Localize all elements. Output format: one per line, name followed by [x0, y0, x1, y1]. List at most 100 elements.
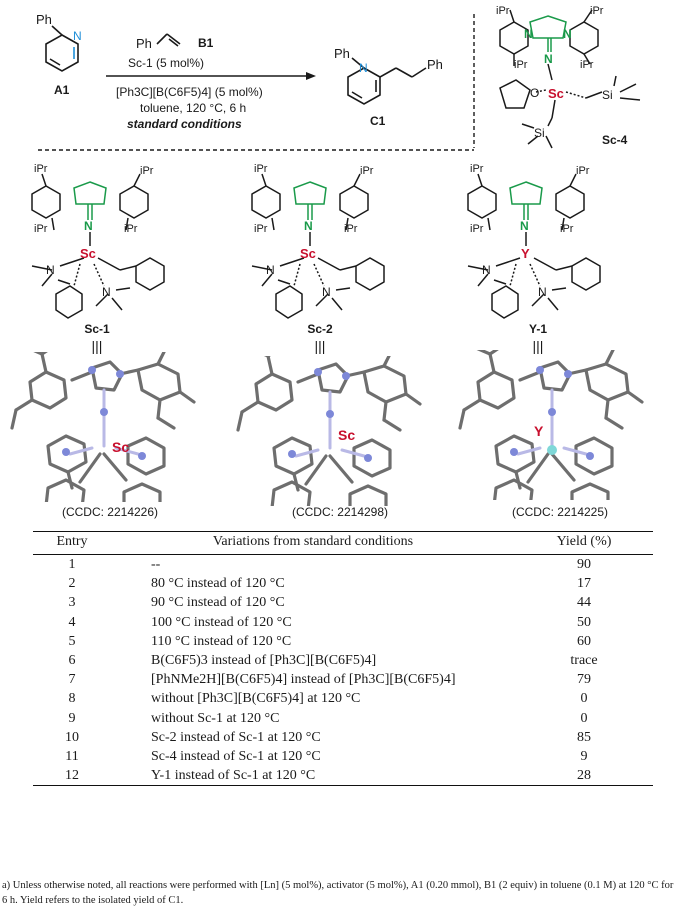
ccdc-sc1: (CCDC: 2214226)	[61, 505, 159, 519]
sc4-n-right: N	[563, 27, 572, 41]
y1-equiv-symbol: |||	[532, 338, 544, 354]
complex-sc2-label: Sc-2	[307, 322, 333, 336]
y1-ipr-3: iPr	[470, 223, 484, 235]
table-row: 9 without Sc-1 at 120 °C 0	[33, 709, 653, 728]
table-row: 2 80 °C instead of 120 °C 17	[33, 574, 653, 593]
sc1-n-right: N	[102, 285, 111, 299]
complex-y1-structure: iPr iPr iPr iPr N N N Y	[467, 163, 601, 319]
reactant-b1-ph: Ph	[136, 36, 152, 51]
sc1-metal: Sc	[80, 246, 96, 261]
sc4-ipr-4: iPr	[580, 59, 594, 71]
y1-n-imine: N	[520, 219, 529, 233]
entry-cell: 5	[68, 633, 76, 649]
crystal-structure-sc2: Sc	[236, 356, 422, 506]
entry-cell: 12	[33, 766, 111, 787]
ccdc-y1: (CCDC: 2214225)	[511, 505, 609, 519]
y1-ipr-1: iPr	[470, 163, 484, 175]
sc4-n-left: N	[524, 27, 533, 41]
product-c1-ph-left: Ph	[334, 46, 350, 61]
variation-cell: 100 °C instead of 120 °C	[151, 614, 292, 630]
complex-sc2-structure: iPr iPr iPr iPr N N N Sc	[251, 163, 385, 319]
sc4-structure	[499, 9, 641, 149]
conditions-note: standard conditions	[127, 117, 242, 131]
sc1-equiv-symbol: |||	[91, 338, 103, 354]
xtal-sc1-metal: Sc	[112, 439, 129, 455]
entry-cell: 11	[65, 749, 79, 765]
reactant-a1-structure	[45, 25, 79, 72]
variation-cell: 110 °C instead of 120 °C	[151, 633, 292, 649]
table-header-row: Entry Variations from standard condition…	[33, 531, 653, 555]
sc1-ipr-4: iPr	[124, 223, 138, 235]
y1-ipr-2: iPr	[576, 165, 590, 177]
sc4-si-down: Si	[534, 126, 545, 140]
sc2-metal: Sc	[300, 246, 316, 261]
entry-cell: 9	[68, 710, 76, 726]
yield-cell: 17	[577, 576, 591, 592]
sc2-ipr-1: iPr	[254, 163, 268, 175]
sc2-n-left: N	[266, 263, 275, 277]
yield-cell: 90	[577, 557, 591, 572]
reaction-scheme: Ph N A1 Ph B1 Sc-1 (5 mol%) [Ph3C][B(C6F…	[36, 5, 641, 151]
yield-cell: 85	[577, 729, 591, 745]
yield-cell: 28	[515, 766, 653, 787]
y1-n-right: N	[538, 285, 547, 299]
entry-cell: 2	[68, 576, 76, 592]
yield-cell: 44	[577, 595, 591, 611]
variation-cell: --	[151, 557, 161, 572]
reactant-a1-ph: Ph	[36, 12, 52, 27]
yield-cell: trace	[570, 653, 598, 669]
reactant-b1-label: B1	[198, 36, 214, 50]
sc2-n-right: N	[322, 285, 331, 299]
entry-cell: 1	[68, 557, 76, 572]
sc1-n-imine: N	[84, 219, 93, 233]
yield-cell: 0	[580, 710, 588, 726]
footnote: a) Unless otherwise noted, all reactions…	[2, 880, 674, 906]
complex-y1-label: Y-1	[528, 322, 547, 336]
catalyst-line: Sc-1 (5 mol%)	[128, 56, 204, 70]
y1-n-left: N	[482, 263, 491, 277]
reactant-a1-n: N	[73, 29, 82, 43]
table-row: 1 -- 90	[33, 555, 653, 575]
header-variation: Variations from standard conditions	[111, 531, 515, 555]
entry-cell: 8	[68, 691, 76, 707]
entry-cell: 4	[68, 614, 76, 630]
entry-cell: 3	[68, 595, 76, 611]
y1-metal: Y	[521, 246, 530, 261]
xtal-sc2-metal: Sc	[338, 427, 355, 443]
yield-cell: 50	[577, 614, 591, 630]
variation-cell: B(C6F5)3 instead of [Ph3C][B(C6F5)4]	[151, 653, 377, 669]
product-c1-structure	[347, 57, 427, 105]
sc4-ipr-1: iPr	[496, 5, 510, 17]
activator-line: [Ph3C][B(C6F5)4] (5 mol%)	[116, 85, 263, 99]
table-row: 5 110 °C instead of 120 °C 60	[33, 632, 653, 651]
crystal-structure-sc1: Sc	[10, 352, 196, 502]
sc4-si-right: Si	[602, 88, 613, 102]
reactant-a1-label: A1	[54, 83, 70, 97]
table-row: 7[PhNMe2H][B(C6F5)4] instead of [Ph3C][B…	[33, 670, 653, 689]
sc2-equiv-symbol: |||	[314, 338, 326, 354]
product-c1-label: C1	[370, 114, 386, 128]
variation-cell: Sc-2 instead of Sc-1 at 120 °C	[151, 729, 321, 745]
arrow-head	[306, 72, 316, 80]
sc4-ipr-2: iPr	[590, 5, 604, 17]
entry-cell: 10	[65, 729, 79, 745]
sc2-ipr-4: iPr	[344, 223, 358, 235]
variation-cell: 80 °C instead of 120 °C	[151, 576, 285, 592]
sc4-label: Sc-4	[602, 133, 628, 147]
y1-ipr-4: iPr	[560, 223, 574, 235]
sc4-ipr-3: iPr	[514, 59, 528, 71]
complex-sc1-structure: iPr iPr iPr iPr N N N Sc	[31, 163, 165, 319]
variation-cell: without Sc-1 at 120 °C	[151, 710, 280, 726]
product-c1-n: N	[359, 61, 368, 75]
sc2-ipr-2: iPr	[360, 165, 374, 177]
table-row: 4 100 °C instead of 120 °C 50	[33, 613, 653, 632]
table-row: 6 B(C6F5)3 instead of [Ph3C][B(C6F5)4] tra…	[33, 651, 653, 670]
yield-cell: 9	[580, 749, 588, 765]
sc2-ipr-3: iPr	[254, 223, 268, 235]
entry-cell: 6	[68, 653, 76, 669]
variation-cell: [PhNMe2H][B(C6F5)4] instead of [Ph3C][B(…	[151, 672, 456, 688]
yield-cell: 60	[577, 633, 591, 649]
sc4-n-imine: N	[544, 52, 553, 66]
